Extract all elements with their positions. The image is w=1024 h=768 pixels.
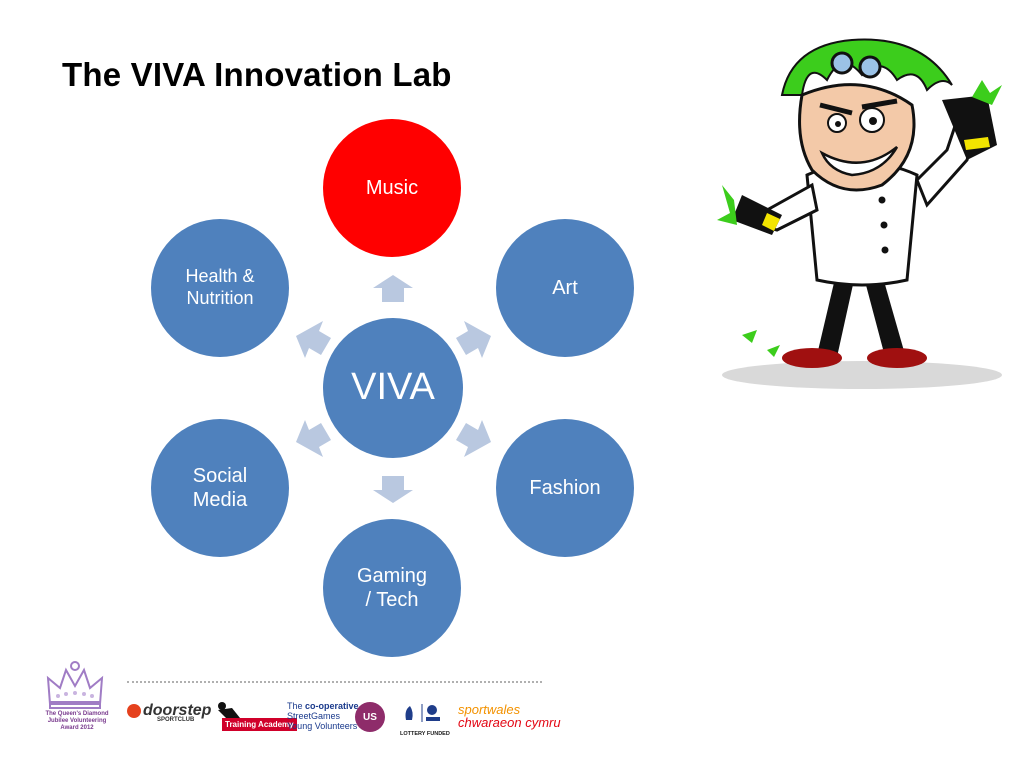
node-social-label: Social Media [193,464,247,512]
arrow-upper-right [456,321,491,358]
arrow-upper-left [296,321,331,358]
node-social-line1: Social [192,465,248,487]
crown-caption: The Queen's Diamond Jubilee Volunteering… [45,711,109,731]
sportwales-line1: sportwales [458,702,521,717]
coop-line2: StreetGames [287,711,341,721]
lottery-sport-england-icon [405,704,440,722]
coop-line1: The co-operative [287,701,359,711]
node-art: Art [496,219,634,357]
coop-line3: Young Volunteers [287,721,358,731]
node-health-nutrition: Health & Nutrition [151,219,289,357]
node-music: Music [323,119,461,257]
arrow-lower-left [296,420,331,457]
training-figure-icon [218,702,240,718]
node-art-label: Art [552,277,578,299]
node-center-label: VIVA [351,366,435,409]
node-social-media: Social Media [151,419,289,557]
sportwales-logo: sportwales chwaraeon cymru [458,703,561,729]
node-social-line2: Media [192,489,248,511]
node-music-label: Music [365,177,419,199]
lottery-funded-logo: LOTTERY FUNDED [400,702,450,737]
training-academy-logo: Training Academy [212,700,297,734]
arrow-lower-right [456,420,491,457]
lottery-caption: LOTTERY FUNDED [400,731,450,737]
node-fashion-label: Fashion [529,477,601,499]
node-fashion: Fashion [496,419,634,557]
mad-scientist-illustration [717,38,1002,389]
slide-title: The VIVA Innovation Lab [62,56,452,93]
node-health-label: Health & Nutrition [185,266,254,309]
sportwales-line2: chwaraeon cymru [458,715,561,730]
node-health-line1: Health & [185,266,255,287]
ws-logo-text: US [363,711,377,723]
node-gaming-line2: / Tech [365,589,419,611]
node-gaming-label: Gaming / Tech [357,564,427,612]
arrow-up [373,275,413,302]
node-gaming-tech: Gaming / Tech [323,519,461,657]
footer-divider [127,681,542,683]
doorstep-subtext: SPORTCLUB [157,717,195,723]
node-health-line2: Nutrition [186,288,254,308]
coop-streetgames-logo: The co-operative StreetGames Young Volun… [287,701,359,731]
coop-line1-pre: The [287,701,303,711]
doorstep-dot-icon [127,703,141,718]
ws-logo: US [355,702,385,732]
node-center-viva: VIVA [323,318,463,458]
doorstep-text: doorstep [143,702,212,719]
doorstep-logo: doorstep SPORTCLUB [127,702,211,723]
arrow-down [373,476,413,503]
training-academy-text: Training Academy [222,718,297,731]
node-gaming-line1: Gaming [356,565,428,587]
coop-line1-bold: co-operative [305,701,359,711]
diamond-jubilee-crown-logo [46,661,104,709]
